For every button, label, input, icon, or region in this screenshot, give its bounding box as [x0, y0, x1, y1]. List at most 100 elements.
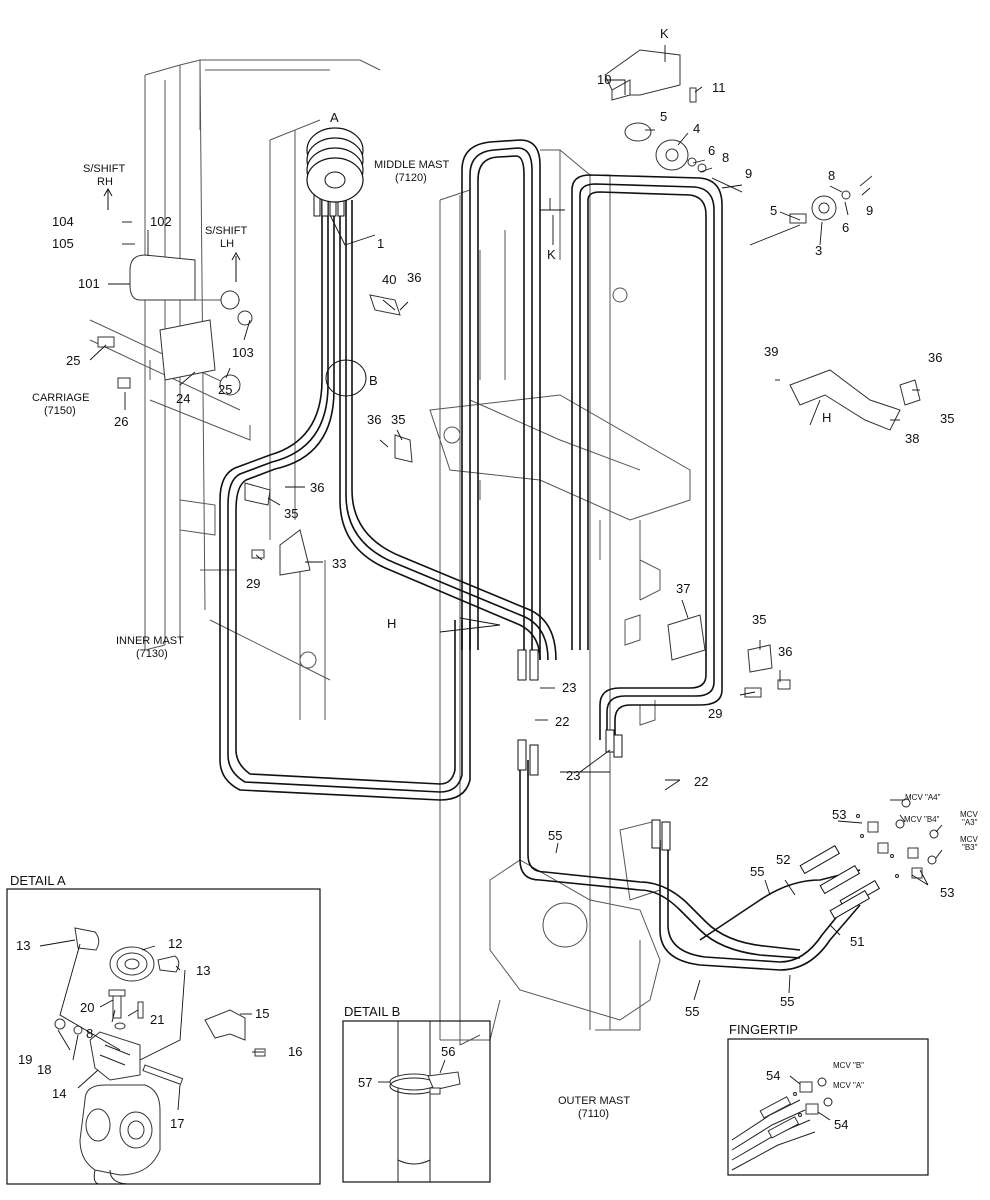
- callout-101: 101: [78, 276, 100, 291]
- sideshift-rh-sub: RH: [97, 176, 113, 188]
- hydraulic-hoses: [219, 139, 861, 971]
- callout-53: 53: [832, 807, 846, 822]
- callout-5: 5: [770, 203, 777, 218]
- callout-22: 22: [694, 774, 708, 789]
- callout-53: 53: [940, 885, 954, 900]
- view-b-circle: [325, 359, 367, 397]
- callout-23: 23: [566, 768, 580, 783]
- carriage-number: (7150): [44, 405, 76, 417]
- view-letter-a: A: [330, 110, 339, 125]
- fingertip-mcv-a-label: MCV "A": [833, 1081, 864, 1090]
- callout-4: 4: [693, 121, 700, 136]
- fingertip-callout-54: 54: [834, 1117, 848, 1132]
- fingertip-title: FINGERTIP: [729, 1022, 798, 1037]
- mcv-a3-label: MCV: [960, 810, 978, 819]
- sideshift-labels: S/SHIFT RH S/SHIFT LH: [83, 163, 247, 282]
- mcv-b4-label: MCV "B4": [904, 815, 940, 824]
- callout-1: 1: [377, 236, 384, 251]
- mcv-labels: MCV "A4" MCV "B4" MCV "A3" MCV "B3": [904, 793, 978, 852]
- inner-mast-label: INNER MAST: [116, 635, 184, 647]
- callout-25: 25: [218, 382, 232, 397]
- callout-39: 39: [764, 344, 778, 359]
- callout-11: 11: [712, 80, 726, 95]
- detail-a-callout-16: 16: [288, 1044, 302, 1059]
- callout-9: 9: [745, 166, 752, 181]
- callout-6: 6: [842, 220, 849, 235]
- callout-40: 40: [382, 272, 396, 287]
- detail-a: DETAIL A: [6, 873, 321, 1185]
- callout-102: 102: [150, 214, 172, 229]
- callout-24: 24: [176, 391, 190, 406]
- outer-mast-number: (7110): [578, 1108, 609, 1120]
- callout-51: 51: [850, 934, 864, 949]
- top-pulley-bracket: [604, 49, 873, 224]
- callout-55: 55: [780, 994, 794, 1009]
- sideshift-rh-label: S/SHIFT: [83, 163, 125, 175]
- fingertip-mcv-b-label: MCV "B": [833, 1061, 864, 1070]
- callout-labels: 10 11 5 4 6 8 9 8 9 5 6 3 104 105 102 10…: [52, 72, 954, 1019]
- view-letters: A B K K H H: [330, 26, 831, 631]
- callout-9: 9: [866, 203, 873, 218]
- detail-a-callout-13: 13: [16, 938, 30, 953]
- middle-mast-label: MIDDLE MAST: [374, 159, 449, 171]
- detail-a-callout-21: 21: [150, 1012, 164, 1027]
- detail-a-callout-18: 18: [37, 1062, 51, 1077]
- callout-5: 5: [660, 109, 667, 124]
- callout-35: 35: [391, 412, 405, 427]
- callout-22: 22: [555, 714, 569, 729]
- callout-103: 103: [232, 345, 254, 360]
- callout-52: 52: [776, 852, 790, 867]
- mcv-b3-sub: "B3": [962, 843, 978, 852]
- detail-a-callout-13: 13: [196, 963, 210, 978]
- view-letter-b: B: [369, 373, 378, 388]
- sideshift-lh-sub: LH: [220, 238, 234, 250]
- detail-a-callout-15: 15: [255, 1006, 269, 1021]
- callout-38: 38: [905, 431, 919, 446]
- callout-36: 36: [407, 270, 421, 285]
- detail-a-callout-12: 12: [168, 936, 182, 951]
- view-letter-k: K: [660, 26, 669, 41]
- detail-a-callout-8: 8: [86, 1026, 93, 1041]
- callout-55: 55: [750, 864, 764, 879]
- mast-section-labels: MIDDLE MAST (7120) INNER MAST (7130) OUT…: [32, 159, 630, 1120]
- callout-36: 36: [310, 480, 324, 495]
- callout-23: 23: [562, 680, 576, 695]
- callout-37: 37: [676, 581, 690, 596]
- callout-36: 36: [928, 350, 942, 365]
- detail-b-callout-57: 57: [358, 1075, 372, 1090]
- callout-55: 55: [548, 828, 562, 843]
- callout-3: 3: [815, 243, 822, 258]
- detail-a-callout-19: 19: [18, 1052, 32, 1067]
- sideshift-lh-arrow: [231, 251, 241, 282]
- detail-b-callout-56: 56: [441, 1044, 455, 1059]
- callout-105: 105: [52, 236, 74, 251]
- sideshift-rh-arrow: [103, 187, 113, 210]
- fingertip-detail: FINGERTIP MCV "B" MCV "A" 54 54: [727, 1022, 929, 1176]
- callout-8: 8: [722, 150, 729, 165]
- sideshift-valve-block: [97, 254, 253, 396]
- detail-a-callout-17: 17: [170, 1116, 184, 1131]
- detail-a-title: DETAIL A: [10, 873, 66, 888]
- callout-36: 36: [367, 412, 381, 427]
- callout-55: 55: [685, 1004, 699, 1019]
- inner-mast-number: (7130): [136, 648, 168, 660]
- callout-26: 26: [114, 414, 128, 429]
- view-letter-h: H: [387, 616, 396, 631]
- view-letter-k: K: [547, 247, 556, 262]
- pulley-stack-a: [306, 127, 364, 203]
- detail-a-callout-14: 14: [52, 1086, 66, 1101]
- callout-10: 10: [597, 72, 611, 87]
- callout-35: 35: [284, 506, 298, 521]
- leader-lines: [89, 45, 943, 1001]
- callout-8: 8: [828, 168, 835, 183]
- callout-35: 35: [940, 411, 954, 426]
- sideshift-lh-label: S/SHIFT: [205, 225, 247, 237]
- mcv-b3-label: MCV: [960, 835, 978, 844]
- callout-25: 25: [66, 353, 80, 368]
- hose-fittings: [313, 189, 881, 920]
- view-letter-h: H: [822, 410, 831, 425]
- middle-mast-number: (7120): [395, 172, 427, 184]
- detail-a-callout-20: 20: [80, 1000, 94, 1015]
- callout-33: 33: [332, 556, 346, 571]
